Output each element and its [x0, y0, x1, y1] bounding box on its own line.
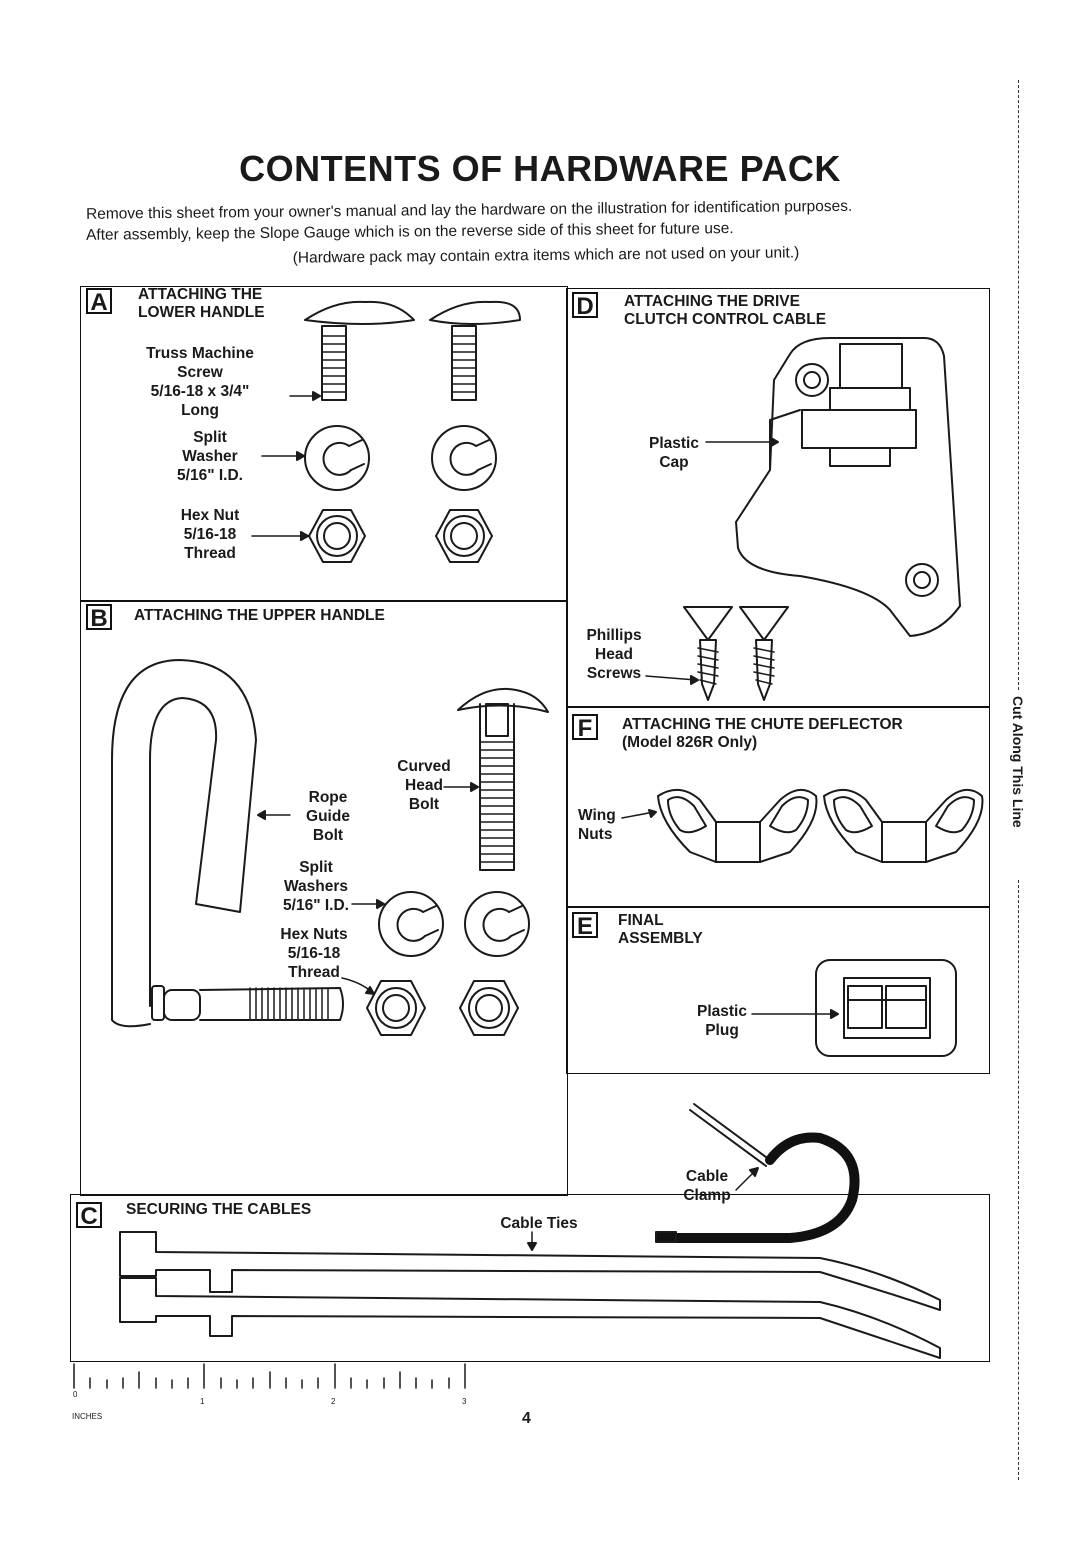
page-number: 4	[522, 1410, 531, 1427]
phillips-screw-icon-2	[739, 606, 789, 701]
section-e-letter: E	[572, 912, 598, 940]
hex-nut-icon	[308, 509, 366, 563]
cable-ties-label: Cable Ties	[500, 1215, 578, 1232]
wing-nut-icon	[657, 789, 818, 863]
section-c-title: SECURING THE CABLES	[126, 1201, 312, 1218]
ruler-tick-3: 3	[462, 1397, 467, 1406]
cut-line-upper	[1018, 80, 1019, 690]
section-b-title: ATTACHING THE UPPER HANDLE	[134, 607, 385, 624]
cable-tie-icon	[119, 1231, 941, 1311]
split-washer-icon-4	[464, 891, 530, 957]
rope-guide-bolt-icon	[111, 659, 344, 1028]
hex-nut-icon-4	[459, 980, 519, 1036]
wing-nut-icon-2	[823, 789, 984, 863]
hex-nut-icon-3	[366, 980, 426, 1036]
ruler-unit: INCHES	[72, 1412, 103, 1421]
ruler-tick-0: 0	[73, 1390, 78, 1399]
truss-screw-icon	[304, 300, 415, 401]
cut-line-lower	[1018, 880, 1019, 1480]
section-c-frame	[70, 1194, 990, 1362]
phillips-screw-icon	[683, 606, 733, 701]
section-f-title: ATTACHING THE CHUTE DEFLECTOR(Model 826R…	[622, 716, 903, 751]
inch-ruler	[73, 1363, 466, 1389]
split-washer-icon-3	[378, 891, 444, 957]
page-title: CONTENTS OF HARDWARE PACK	[239, 148, 841, 189]
cable-tie-icon-2	[119, 1277, 941, 1359]
section-e-frame	[566, 906, 990, 1074]
split-washer-icon	[304, 425, 370, 491]
cable-clamp-icon	[655, 1103, 860, 1243]
section-c-letter: C	[76, 1202, 102, 1230]
ruler-tick-2: 2	[331, 1397, 336, 1406]
truss-screw-icon-2	[429, 300, 521, 401]
section-d-letter: D	[572, 292, 598, 320]
plastic-cap-icon	[735, 337, 961, 637]
cut-line-label: Cut Along This Line	[1010, 696, 1026, 828]
section-f-letter: F	[572, 714, 598, 742]
plastic-plug-icon	[815, 959, 957, 1057]
split-washer-icon-2	[431, 425, 497, 491]
hex-nut-icon-2	[435, 509, 493, 563]
section-b-frame	[80, 600, 568, 1196]
curved-head-bolt-icon	[457, 687, 549, 871]
section-f-frame	[566, 706, 990, 908]
ruler-tick-1: 1	[200, 1397, 205, 1406]
section-d-frame	[566, 288, 990, 708]
section-a-letter: A	[86, 288, 112, 316]
section-a-frame	[80, 286, 568, 602]
section-b-letter: B	[86, 604, 112, 632]
